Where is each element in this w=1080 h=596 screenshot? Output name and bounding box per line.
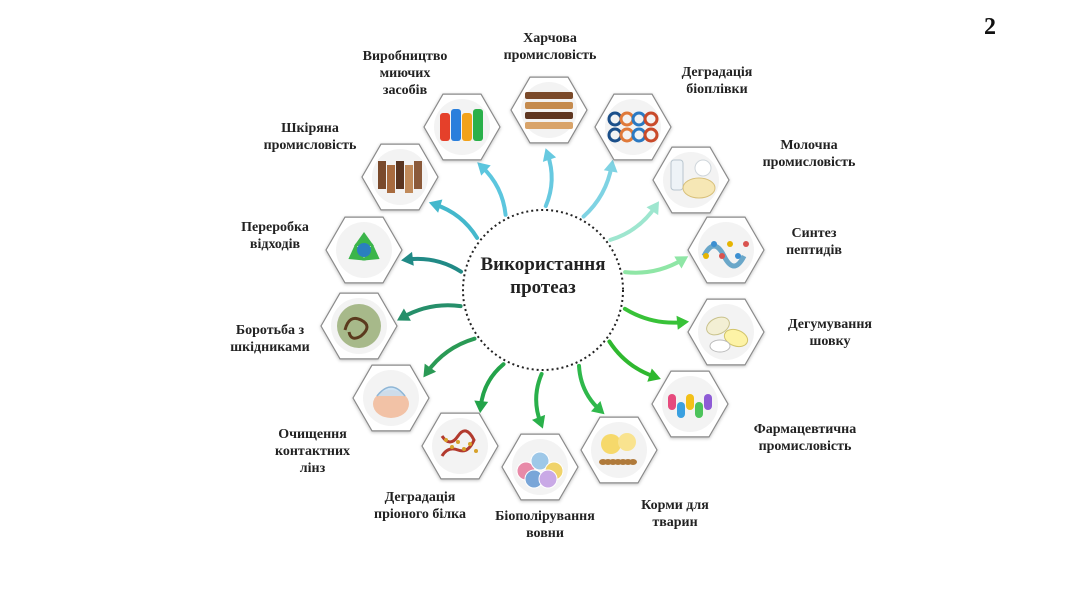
label-food: Харчова промисловість (480, 30, 620, 64)
node-feed (581, 417, 657, 483)
label-pharma: Фармацевтична промисловість (735, 421, 875, 455)
arrow-waste (407, 259, 461, 272)
arrow-pests (402, 305, 460, 317)
node-pharma (652, 371, 728, 437)
arrow-prion (481, 364, 504, 407)
label-dairy: Молочна промисловість (744, 137, 874, 171)
label-pests: Боротьба з шкідниками (210, 322, 330, 356)
arrow-leather (435, 204, 478, 238)
icon-backdrop (521, 82, 577, 138)
label-leather: Шкіряна промисловість (235, 120, 385, 154)
chicks-feed-icon (599, 433, 637, 465)
arrowhead-prion (474, 401, 488, 414)
arrowhead-silk (677, 316, 690, 330)
label-detergents: Виробництво миючих засобів (340, 48, 470, 99)
node-pests (321, 293, 397, 359)
arrow-wool (536, 374, 541, 423)
node-peptides (688, 217, 764, 283)
label-silk: Дегумування шовку (770, 316, 890, 350)
arrowhead-waste (401, 252, 414, 266)
arrow-dairy (610, 206, 655, 240)
label-peptides: Синтез пептидів (774, 225, 854, 259)
center-label: Використання протеаз (463, 253, 623, 299)
node-wool (502, 434, 578, 500)
node-prion (422, 413, 498, 479)
label-feed: Корми для тварин (615, 497, 735, 531)
icon-backdrop (432, 418, 488, 474)
leather-goods-icon (378, 161, 422, 193)
icon-backdrop (605, 99, 661, 155)
arrow-bioplastic (584, 166, 612, 217)
node-lenses (353, 365, 429, 431)
node-bioplastic (595, 94, 671, 160)
arrow-food (546, 154, 552, 206)
arrow-pharma (609, 342, 655, 378)
arrow-detergents (482, 166, 506, 214)
arrow-feed (579, 366, 600, 410)
label-wool: Біополірування вовни (475, 508, 615, 542)
label-lenses: Очищення контактних лінз (260, 426, 365, 477)
node-silk (688, 299, 764, 365)
node-waste (326, 217, 402, 283)
label-prion: Деградація пріоного білка (355, 489, 485, 523)
arrowhead-bioplastic (604, 160, 618, 173)
arrow-peptides (625, 259, 683, 272)
nematode-icon (337, 304, 381, 348)
node-dairy (653, 147, 729, 213)
node-detergents (424, 94, 500, 160)
label-waste: Переробка відходів (220, 219, 330, 253)
node-food (511, 77, 587, 143)
arrow-lenses (427, 339, 475, 373)
label-bioplastic: Деградація біоплівки (662, 64, 772, 98)
arrow-silk (625, 309, 683, 323)
